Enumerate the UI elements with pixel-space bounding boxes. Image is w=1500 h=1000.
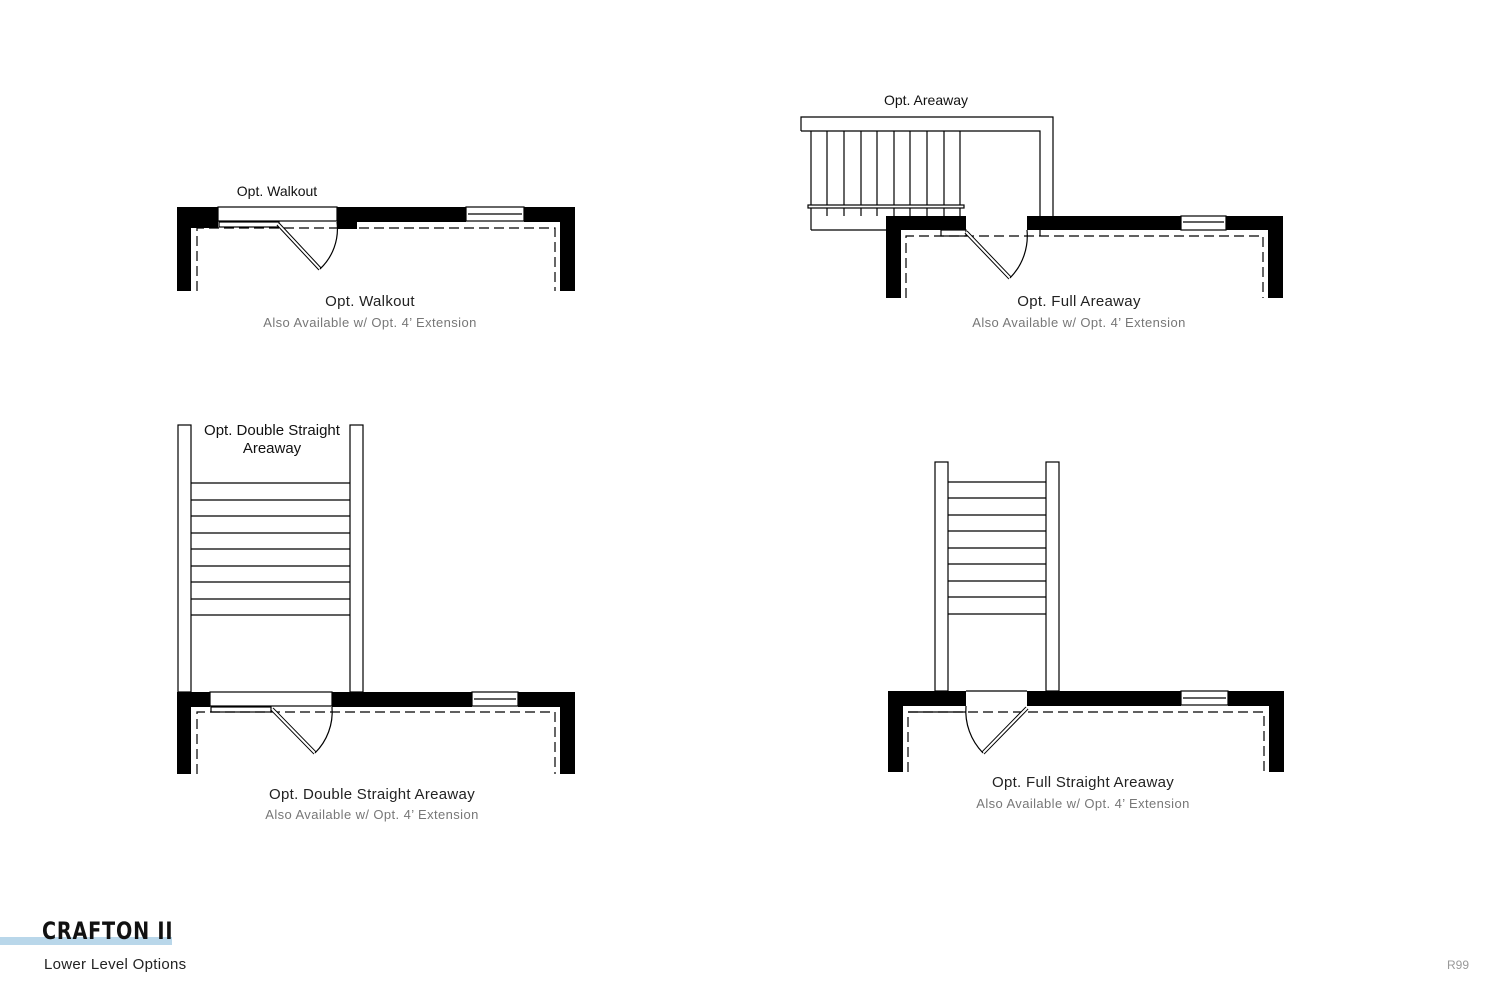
page-code: R99 [1447, 958, 1470, 972]
plan-full-straight-areaway [888, 461, 1284, 772]
plan-double-straight-areaway [177, 424, 575, 774]
caption-full-straight-areaway: Opt. Full Straight Areaway [991, 774, 1175, 791]
caption-double-straight-areaway: Opt. Double Straight Areaway [268, 786, 476, 803]
page-subtitle: Lower Level Options [44, 956, 187, 973]
callout-double-straight-areaway: Opt. Double Straight Areaway [204, 422, 340, 457]
plan-walkout [177, 206, 575, 291]
note-full-areaway: Also Available w/ Opt. 4’ Extension [972, 315, 1186, 330]
brand-accent-bar [0, 937, 172, 945]
note-full-straight-areaway: Also Available w/ Opt. 4’ Extension [976, 796, 1190, 811]
plan-full-areaway [800, 116, 1283, 298]
caption-walkout: Opt. Walkout [325, 293, 415, 310]
caption-full-areaway: Opt. Full Areaway [1017, 293, 1141, 310]
note-walkout: Also Available w/ Opt. 4’ Extension [263, 315, 477, 330]
note-double-straight-areaway: Also Available w/ Opt. 4’ Extension [265, 807, 479, 822]
brand-title: CRAFTON II [42, 917, 174, 945]
callout-areaway: Opt. Areaway [883, 92, 969, 108]
callout-walkout: Opt. Walkout [236, 183, 318, 199]
